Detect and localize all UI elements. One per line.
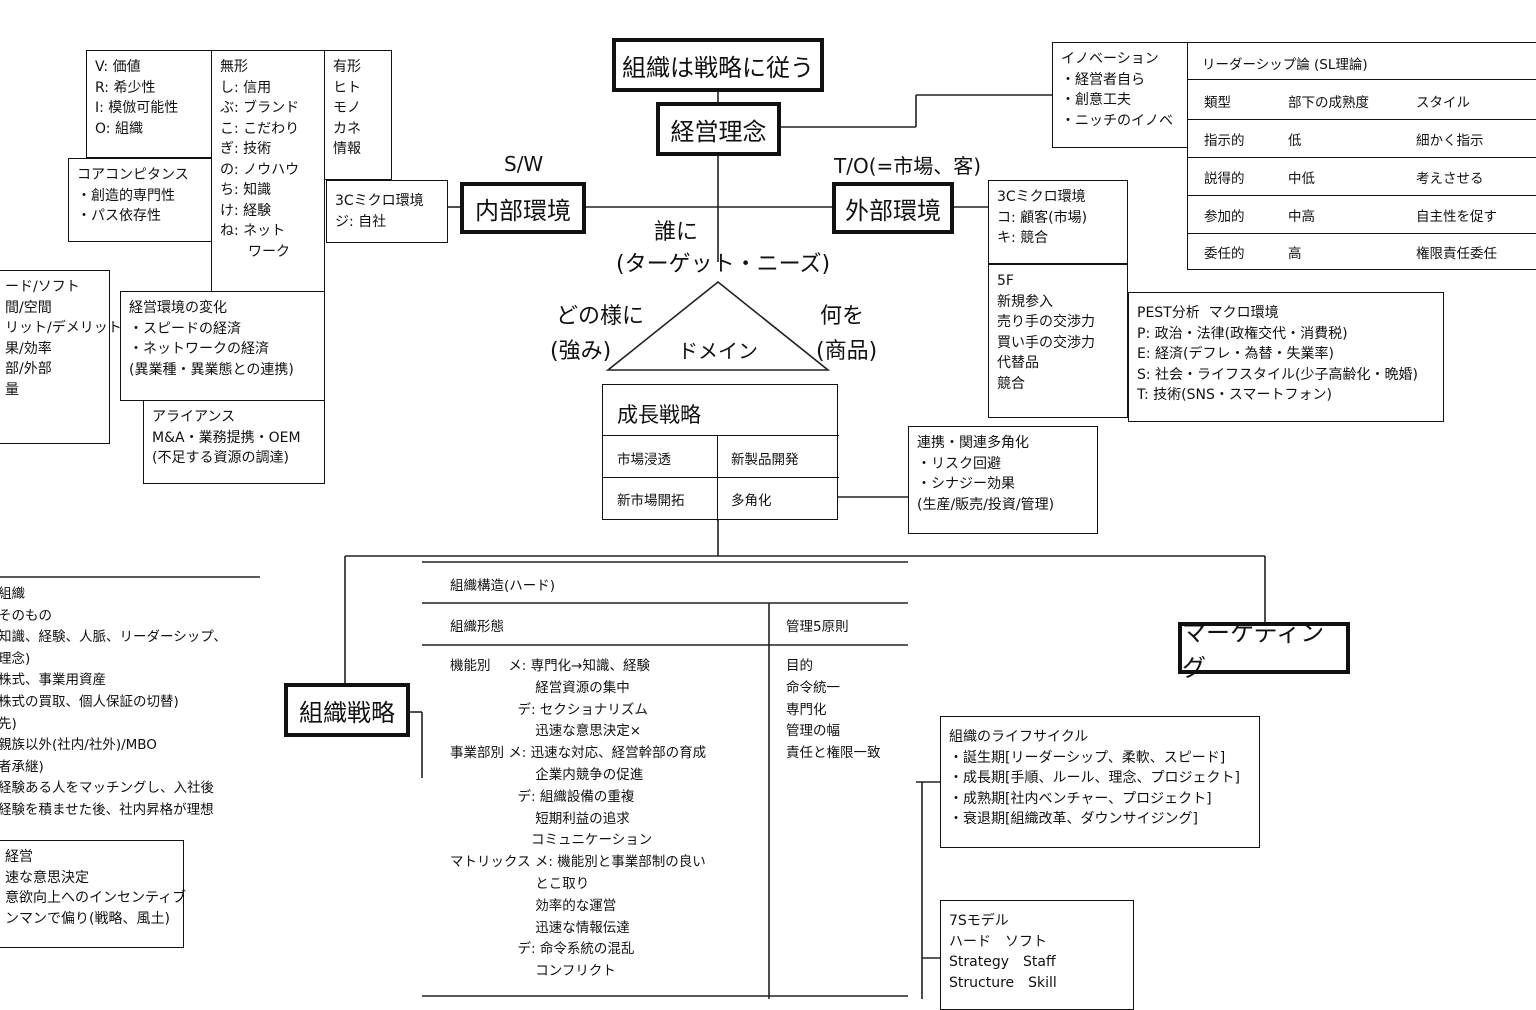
external-tag: T/O(=市場、客) bbox=[834, 154, 982, 178]
five-forces-box: 5F 新規参入 売り手の交渉力 買い手の交渉力 代替品 競合 bbox=[988, 264, 1128, 418]
leadership-cell: 高 bbox=[1288, 246, 1302, 262]
internal-env-box: 内部環境 bbox=[460, 182, 586, 234]
org-forms-title: 組織形態 bbox=[450, 619, 504, 635]
left-partial-box: ード/ソフト 間/空間 リット/デメリット 果/効率 部/外部 量 bbox=[0, 270, 122, 444]
internal-micro-box: 3Cミクロ環境 ジ: 自社 bbox=[326, 180, 448, 243]
leadership-cell: 中高 bbox=[1288, 209, 1315, 225]
domain-label: ドメイン bbox=[678, 339, 758, 363]
management-partial-box: 経営 速な意思決定 意欲向上へのインセンティブ ンマンで偏り(戦略、風土) bbox=[0, 840, 186, 948]
succession-partial-text: 組織 そのもの 知識、経験、人脈、リーダーシップ、 理念) 株式、事業用資産 株… bbox=[0, 586, 227, 818]
external-env-text: 外部環境 bbox=[845, 196, 941, 225]
how-label: どの様に bbox=[556, 304, 645, 329]
growth-cell-new-product: 新製品開発 bbox=[731, 452, 799, 468]
leadership-cell: 指示的 bbox=[1204, 133, 1245, 149]
leadership-title: リーダーシップ論 (SL理論) bbox=[1202, 57, 1368, 73]
growth-title: 成長戦略 bbox=[617, 403, 701, 427]
philosophy-text: 経営理念 bbox=[670, 117, 767, 146]
what-label: 何を bbox=[820, 304, 865, 329]
growth-cell-new-market: 新市場開拓 bbox=[617, 493, 685, 509]
who-sub-label: (ターゲット・ニーズ) bbox=[616, 252, 831, 277]
what-sub-label: (商品) bbox=[816, 339, 878, 364]
leadership-cell: 委任的 bbox=[1204, 246, 1245, 262]
org-forms-body: 機能別 メ: 専門化→知識、経験 経営資源の集中 デ: セクショナリズム 迅速な… bbox=[450, 658, 707, 980]
marketing-text: マーケティング bbox=[1182, 619, 1325, 682]
philosophy-box: 経営理念 bbox=[656, 102, 781, 156]
seven-s-box: 7Sモデル ハード ソフト Strategy Staff Structure S… bbox=[940, 900, 1134, 1010]
pest-box: PEST分析 マクロ環境 P: 政治・法律(政権交代・消費税) E: 経済(デフ… bbox=[1128, 292, 1444, 422]
leadership-cell: 権限責任委任 bbox=[1416, 246, 1497, 262]
leadership-header-type: 類型 bbox=[1204, 95, 1231, 111]
leadership-cell: 自主性を促す bbox=[1416, 209, 1497, 225]
leadership-header-maturity: 部下の成熟度 bbox=[1288, 95, 1369, 111]
external-env-box: 外部環境 bbox=[832, 182, 954, 234]
org-strategy-text: 組織戦略 bbox=[299, 698, 395, 727]
leadership-cell: 中低 bbox=[1288, 171, 1315, 187]
core-competence-box: コアコンピタンス ・創造的専門性 ・パス依存性 bbox=[68, 158, 212, 242]
innovation-box: イノベーション ・経営者自ら ・創意工夫 ・ニッチのイノベ bbox=[1052, 42, 1188, 148]
title-text: 組織は戦略に従う bbox=[622, 53, 814, 82]
leadership-cell: 説得的 bbox=[1204, 171, 1245, 187]
how-sub-label: (強み) bbox=[550, 339, 612, 364]
principles-title: 管理5原則 bbox=[786, 619, 849, 635]
leadership-cell: 細かく指示 bbox=[1416, 133, 1484, 149]
leadership-header-style: スタイル bbox=[1416, 95, 1470, 111]
diversification-box: 連携・関連多角化 ・リスク回避 ・シナジー効果 (生産/販売/投資/管理) bbox=[908, 426, 1098, 534]
marketing-box: マーケティング bbox=[1178, 619, 1350, 682]
alliance-box: アライアンス M&A・業務提携・OEM (不足する資源の調達) bbox=[143, 400, 325, 484]
leadership-cell: 考えさせる bbox=[1416, 171, 1484, 187]
internal-env-text: 内部環境 bbox=[475, 196, 571, 225]
leadership-cell: 参加的 bbox=[1204, 209, 1245, 225]
leadership-table: リーダーシップ論 (SL理論) 類型 部下の成熟度 スタイル 指示的 低 細かく… bbox=[1187, 42, 1536, 270]
business-change-box: 経営環境の変化 ・スピードの経済 ・ネットワークの経済 (異業種・異業態との連携… bbox=[120, 291, 325, 401]
external-micro-box: 3Cミクロ環境 コ: 顧客(市場) キ: 競合 bbox=[988, 180, 1128, 264]
growth-cell-diversification: 多角化 bbox=[731, 493, 772, 509]
who-label: 誰に bbox=[654, 220, 699, 245]
principles-body: 目的 命令統一 専門化 管理の幅 責任と権限一致 bbox=[786, 658, 881, 762]
vrio-box: V: 価値 R: 希少性 I: 模倣可能性 O: 組織 bbox=[86, 50, 212, 158]
leadership-cell: 低 bbox=[1288, 133, 1302, 149]
org-strategy-box: 組織戦略 bbox=[284, 683, 410, 737]
org-structure-title: 組織構造(ハード) bbox=[450, 578, 556, 594]
intangible-assets-box: 無形 し: 信用 ぶ: ブランド こ: こだわり ぎ: 技術 の: ノウハウ ち… bbox=[211, 50, 325, 292]
growth-strategy-box: 成長戦略 市場浸透 新製品開発 新市場開拓 多角化 bbox=[602, 384, 839, 521]
tangible-assets-box: 有形 ヒト モノ カネ 情報 bbox=[324, 50, 392, 180]
title-box: 組織は戦略に従う bbox=[612, 38, 824, 92]
lifecycle-box: 組織のライフサイクル ・誕生期[リーダーシップ、柔軟、スピード] ・成長期[手順… bbox=[940, 716, 1260, 848]
internal-tag: S/W bbox=[504, 152, 544, 176]
growth-cell-market-penetration: 市場浸透 bbox=[617, 452, 671, 468]
